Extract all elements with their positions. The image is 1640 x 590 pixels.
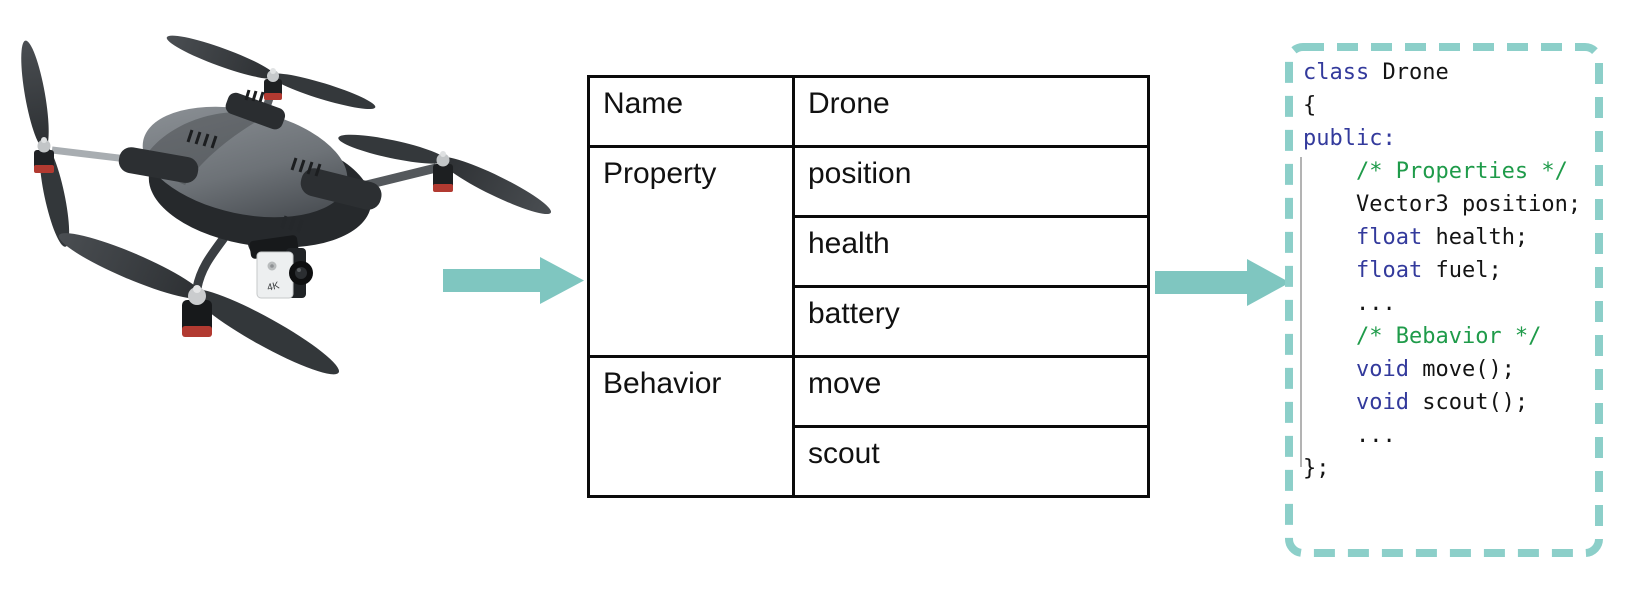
code-line: /* Bebavior */ xyxy=(1303,320,1595,353)
dashed-border xyxy=(1285,43,1603,557)
code-token xyxy=(1303,324,1356,349)
code-token: fuel; xyxy=(1422,258,1502,283)
code-token: void xyxy=(1355,357,1409,382)
code-token: move(); xyxy=(1408,357,1515,382)
table-row: battery xyxy=(589,285,1150,358)
code-token: }; xyxy=(1303,456,1330,481)
code-token xyxy=(1303,159,1356,184)
code-token: ... xyxy=(1303,423,1396,448)
code-token: scout(); xyxy=(1408,390,1529,415)
drone-rotor-front xyxy=(58,233,340,375)
motor-red-band xyxy=(182,326,212,337)
table-row: scout xyxy=(589,425,1150,498)
cell-property-label: Property xyxy=(587,145,795,358)
code-line: float fuel; xyxy=(1303,254,1595,287)
cell-property-value: health xyxy=(792,215,1150,288)
table-row: Property position xyxy=(587,145,1150,358)
arrow-right-icon xyxy=(443,257,584,304)
cell-behavior-value: scout xyxy=(792,425,1150,498)
drone-photo: 4K xyxy=(21,35,552,375)
code-line: { xyxy=(1303,89,1595,122)
code-line: ... xyxy=(1303,419,1595,452)
cell-property-value: position xyxy=(792,145,1150,218)
code-token xyxy=(1303,225,1356,250)
cell-behavior-label: Behavior xyxy=(587,355,795,498)
drone-rotor-rear xyxy=(166,35,376,110)
camera-4k-label: 4K xyxy=(266,280,281,294)
code-line: void scout(); xyxy=(1303,386,1595,419)
code-line: Vector3 position; xyxy=(1303,188,1595,221)
motor-red-band xyxy=(264,93,282,100)
code-token: class xyxy=(1303,60,1370,85)
code-token: health; xyxy=(1422,225,1529,250)
code-token: float xyxy=(1355,258,1423,283)
drone-spec-table: Name Drone Property position health batt… xyxy=(587,75,1150,498)
indent-guide-line xyxy=(1300,157,1302,467)
code-token xyxy=(1303,357,1356,382)
code-token xyxy=(1303,390,1356,415)
code-line: }; xyxy=(1303,452,1595,485)
code-line: class Drone xyxy=(1303,56,1595,89)
body-vents xyxy=(186,89,322,177)
arrow-right-icon xyxy=(1155,259,1290,306)
drone-body xyxy=(118,89,382,248)
code-token: ... xyxy=(1303,291,1396,316)
table-row: Behavior move xyxy=(587,355,1150,498)
code-token: { xyxy=(1303,93,1317,118)
cell-name-label: Name xyxy=(587,75,795,148)
motor-red-band xyxy=(433,184,453,192)
code-token: float xyxy=(1355,225,1423,250)
table-row: health xyxy=(589,215,1150,288)
code-token: Drone xyxy=(1369,60,1449,85)
drone-rotor-right xyxy=(338,134,552,215)
cell-behavior-value: move xyxy=(792,355,1150,428)
code-block: class Drone { public: /* Properties */ V… xyxy=(1303,56,1595,485)
motor-red-band xyxy=(34,165,54,173)
code-token xyxy=(1303,258,1356,283)
code-line: void move(); xyxy=(1303,353,1595,386)
code-line: ... xyxy=(1303,287,1595,320)
code-line: public: xyxy=(1303,122,1595,155)
code-token: /* Bebavior */ xyxy=(1355,324,1542,349)
code-token: void xyxy=(1355,390,1409,415)
drone-camera: 4K xyxy=(249,235,313,299)
code-token: public: xyxy=(1303,126,1396,151)
code-panel: class Drone { public: /* Properties */ V… xyxy=(1285,43,1603,557)
code-token: Vector3 position; xyxy=(1303,192,1582,217)
code-line: /* Properties */ xyxy=(1303,155,1595,188)
cell-name-value: Drone xyxy=(792,75,1150,148)
drone-rotor-left xyxy=(21,40,70,247)
code-token: /* Properties */ xyxy=(1355,159,1568,184)
code-line: float health; xyxy=(1303,221,1595,254)
table-row: Name Drone xyxy=(587,75,1150,148)
cell-property-value: battery xyxy=(792,285,1150,358)
